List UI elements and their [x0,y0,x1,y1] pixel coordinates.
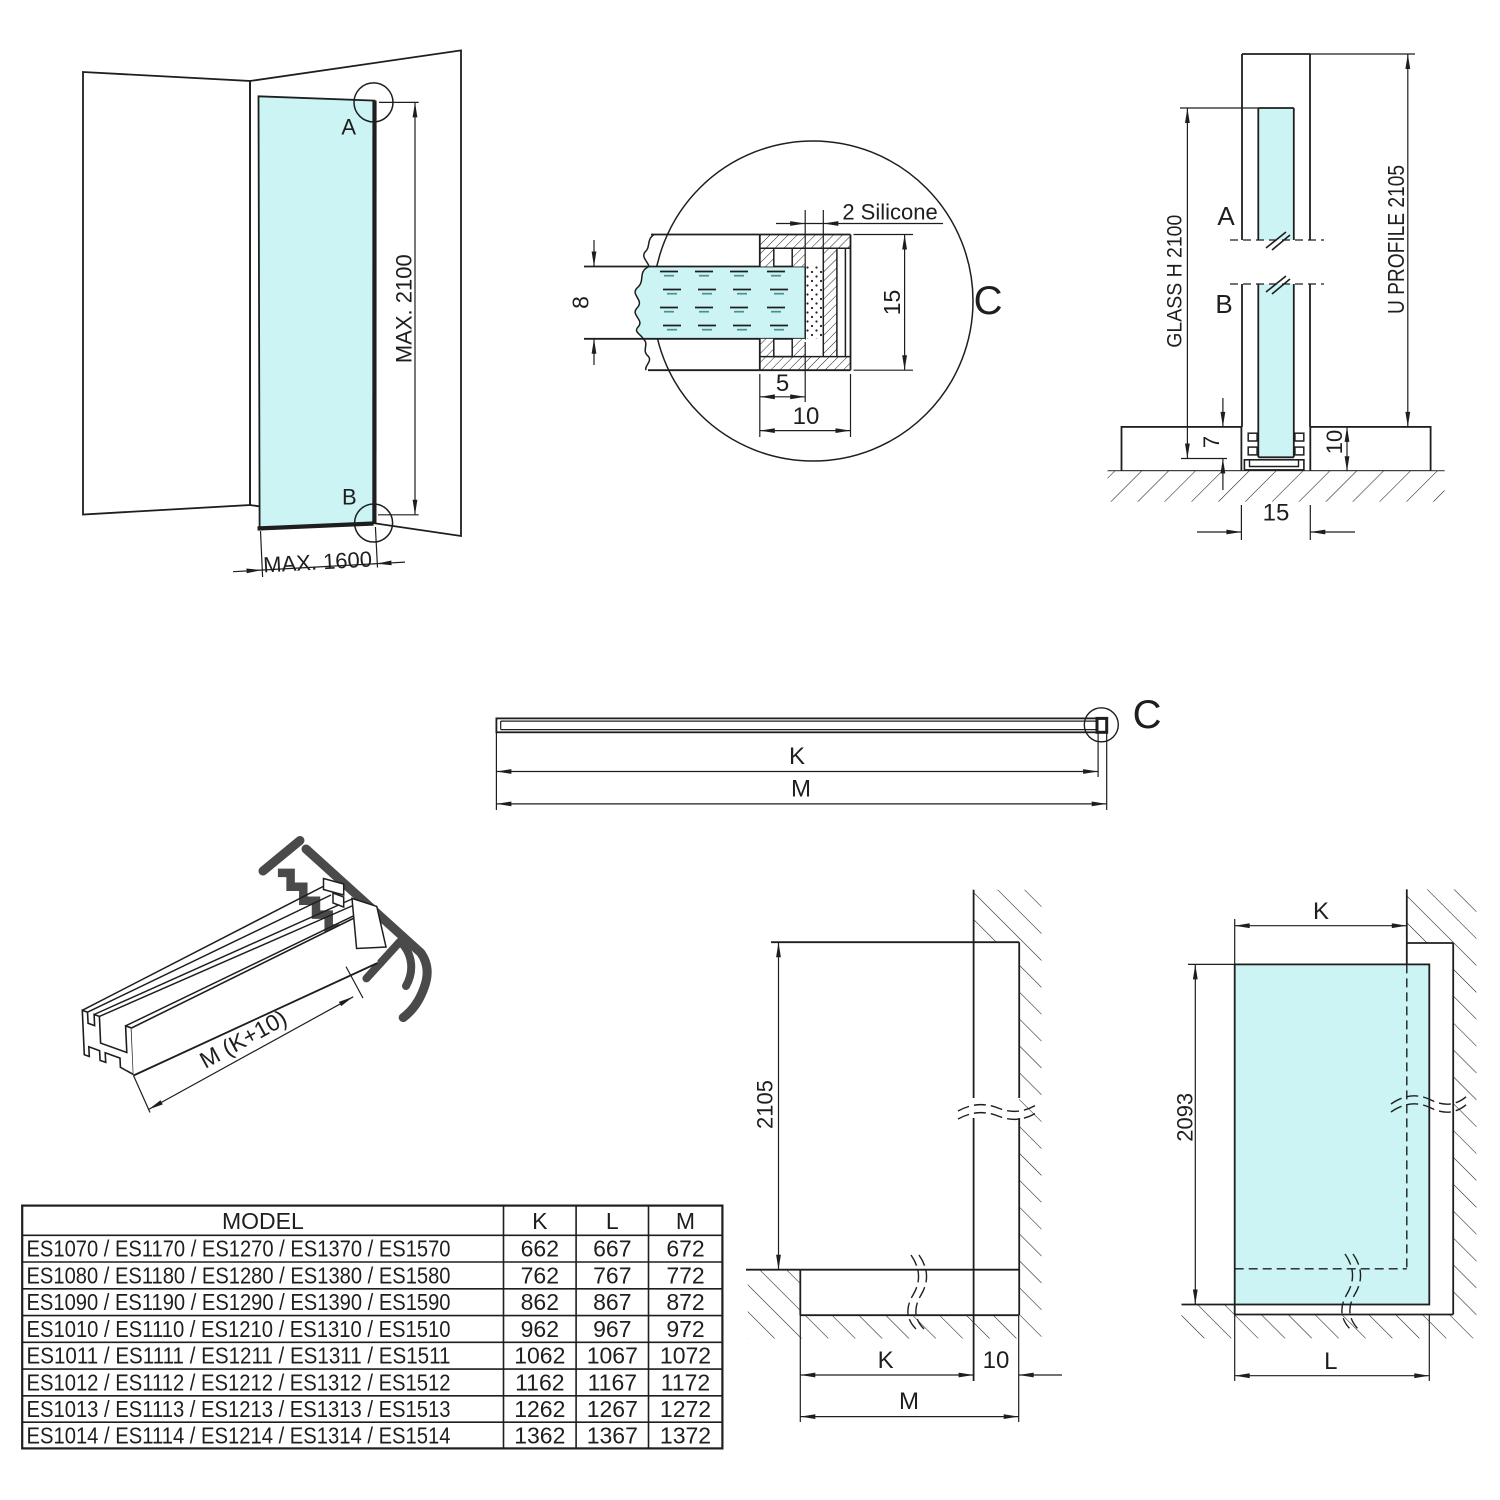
svg-text:872: 872 [666,1289,704,1315]
svg-text:1262: 1262 [514,1396,565,1422]
svg-text:M: M [791,776,811,803]
svg-text:862: 862 [521,1289,559,1315]
svg-text:A: A [341,115,356,140]
svg-text:15: 15 [1263,500,1290,527]
svg-text:2105: 2105 [753,1080,778,1129]
svg-text:762: 762 [521,1262,559,1288]
svg-text:662: 662 [521,1236,559,1262]
svg-text:1372: 1372 [660,1422,711,1448]
svg-text:MODEL: MODEL [222,1208,304,1234]
svg-text:667: 667 [593,1236,631,1262]
svg-text:2 Silicone: 2 Silicone [842,200,937,225]
svg-text:962: 962 [521,1316,559,1342]
svg-text:B: B [1215,289,1232,319]
svg-text:767: 767 [593,1262,631,1288]
svg-text:ES1080 / ES1180 / ES1280 / ES1: ES1080 / ES1180 / ES1280 / ES1380 / ES15… [27,1262,451,1288]
svg-text:C: C [974,279,1003,323]
svg-text:1367: 1367 [587,1422,638,1448]
svg-text:972: 972 [666,1316,704,1342]
svg-text:672: 672 [666,1236,704,1262]
svg-text:1172: 1172 [661,1369,710,1395]
svg-text:K: K [789,743,805,770]
svg-text:B: B [342,485,357,510]
svg-text:1267: 1267 [587,1396,638,1422]
svg-text:ES1090 / ES1190 / ES1290 / ES1: ES1090 / ES1190 / ES1290 / ES1390 / ES15… [27,1289,451,1315]
svg-text:867: 867 [593,1289,631,1315]
svg-text:10: 10 [793,403,820,430]
svg-text:772: 772 [666,1262,704,1288]
svg-text:GLASS H 2100: GLASS H 2100 [1164,215,1187,348]
svg-text:10: 10 [983,1347,1010,1374]
svg-text:MAX. 2100: MAX. 2100 [392,254,417,363]
svg-text:ES1012 / ES1112 / ES1212 / ES1: ES1012 / ES1112 / ES1212 / ES1312 / ES15… [27,1369,451,1395]
svg-text:K: K [532,1208,548,1234]
svg-text:ES1013 / ES1113 / ES1213 / ES1: ES1013 / ES1113 / ES1213 / ES1313 / ES15… [27,1396,451,1422]
svg-text:K: K [1313,898,1329,925]
svg-text:M: M [899,1388,919,1415]
svg-text:967: 967 [593,1316,631,1342]
svg-text:1167: 1167 [588,1369,637,1395]
svg-text:U PROFILE 2105: U PROFILE 2105 [1383,165,1409,314]
svg-text:10: 10 [1322,430,1347,454]
svg-text:ES1010 / ES1110 / ES1210 / ES1: ES1010 / ES1110 / ES1210 / ES1310 / ES15… [27,1316,451,1342]
svg-text:K: K [878,1347,894,1374]
svg-text:ES1014 / ES1114 / ES1214 / ES1: ES1014 / ES1114 / ES1214 / ES1314 / ES15… [27,1422,451,1448]
svg-text:ES1070 / ES1170 / ES1270 / ES1: ES1070 / ES1170 / ES1270 / ES1370 / ES15… [27,1236,451,1262]
svg-text:8: 8 [568,296,594,309]
svg-text:C: C [1133,693,1162,737]
svg-text:M: M [676,1208,695,1234]
svg-text:1067: 1067 [587,1343,638,1369]
svg-text:1272: 1272 [660,1396,711,1422]
svg-text:1072: 1072 [660,1343,711,1369]
svg-text:5: 5 [776,370,789,397]
svg-text:1162: 1162 [515,1369,564,1395]
svg-text:15: 15 [879,290,905,316]
svg-text:A: A [1217,201,1235,231]
svg-text:1362: 1362 [514,1422,565,1448]
svg-text:L: L [606,1208,619,1234]
svg-text:MAX. 1600: MAX. 1600 [263,546,373,577]
svg-text:2093: 2093 [1173,1093,1198,1142]
svg-text:L: L [1324,1348,1337,1375]
svg-text:ES1011 / ES1111 / ES1211 / ES1: ES1011 / ES1111 / ES1211 / ES1311 / ES15… [27,1343,451,1369]
svg-text:7: 7 [1199,436,1224,448]
svg-text:1062: 1062 [514,1343,565,1369]
